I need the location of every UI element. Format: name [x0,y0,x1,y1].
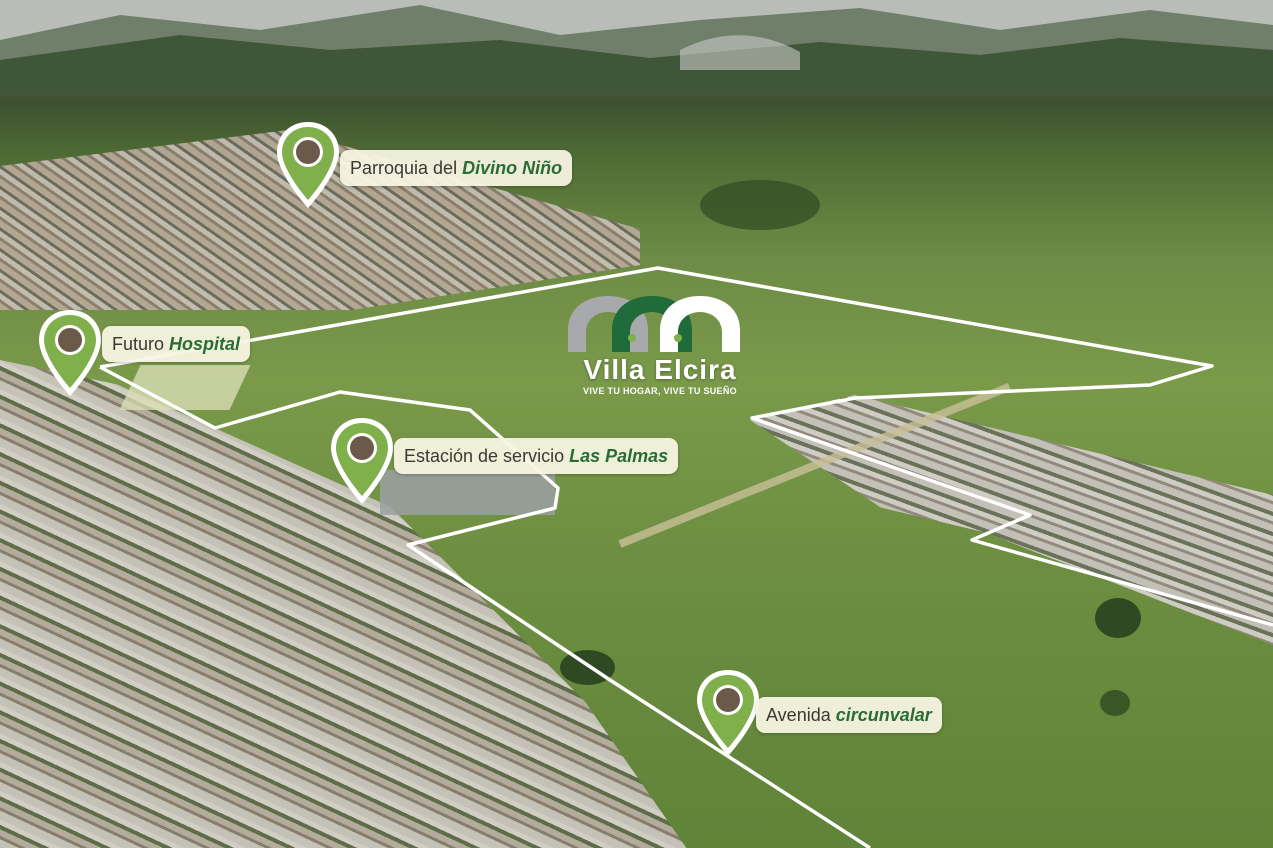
marker-label-emphasis: Divino Niño [462,158,563,178]
marker-label-prefix: Futuro [112,334,165,354]
map-pin-icon[interactable] [694,668,762,758]
service-station-roof [380,470,555,515]
brand-tagline: VIVE TU HOGAR, VIVE TU SUEÑO [583,386,737,396]
brand-name: Villa Elcira [583,354,737,385]
marker-label-emphasis: Las Palmas [569,446,669,466]
tree [700,180,820,230]
villa-elcira-logo: Villa Elcira VIVE TU HOGAR, VIVE TU SUEÑ… [560,290,760,402]
tree [1095,598,1141,638]
marker-label-prefix: Avenida [766,705,831,725]
marker-label-parroquia[interactable]: Parroquia del Divino Niño [340,150,573,186]
marker-label-prefix: Parroquia del [350,158,458,178]
house-arches-icon [568,296,740,352]
marker-label-avenida[interactable]: Avenida circunvalar [756,697,942,733]
marker-label-emphasis: circunvalar [835,705,932,725]
marker-label-estacion[interactable]: Estación de servicio Las Palmas [394,438,679,474]
tree [1100,690,1130,716]
marker-label-emphasis: Hospital [169,334,241,354]
marker-label-hospital[interactable]: Futuro Hospital [102,326,251,362]
map-pin-icon[interactable] [328,416,396,506]
map-pin-icon[interactable] [36,308,104,398]
marker-label-prefix: Estación de servicio [404,446,565,466]
mountain-range [0,0,1273,90]
map-pin-icon[interactable] [274,120,342,210]
